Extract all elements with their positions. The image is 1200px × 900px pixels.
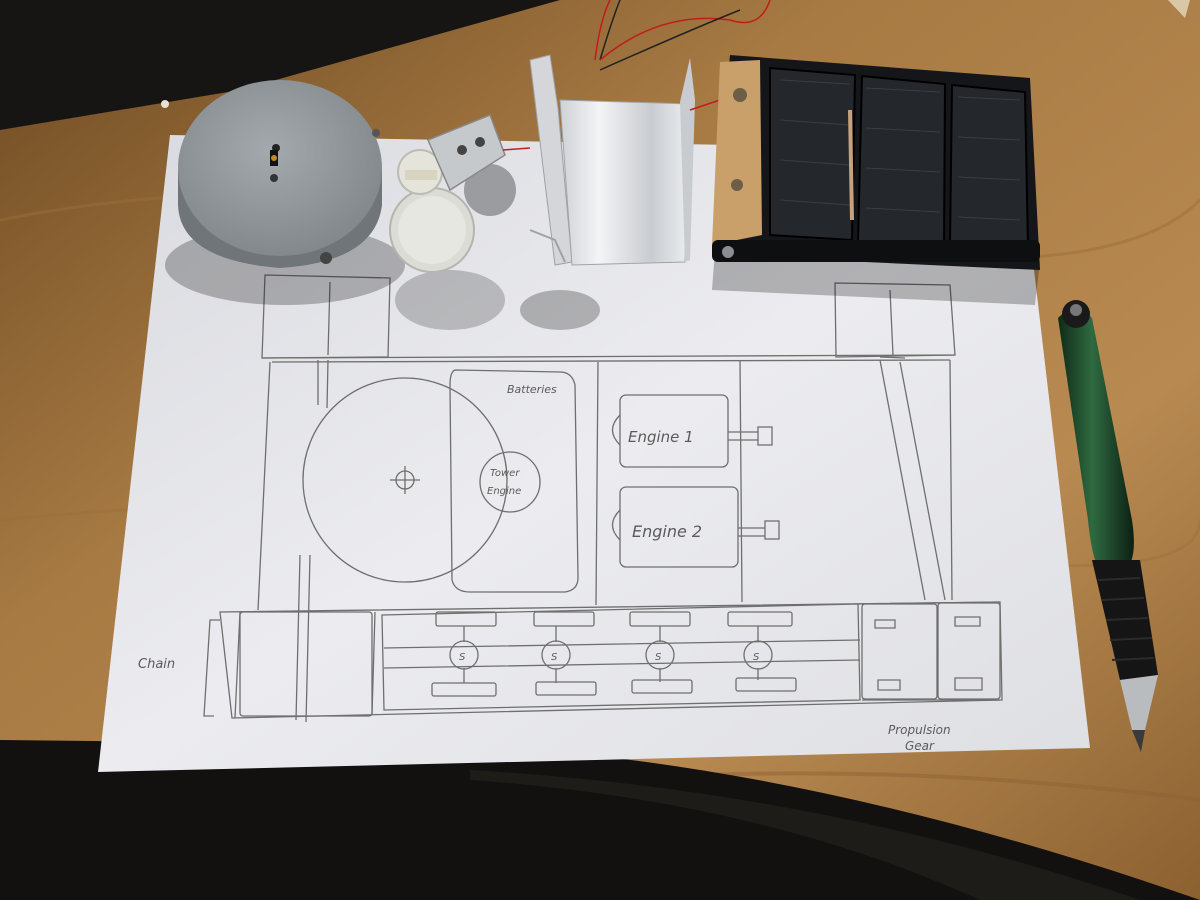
sketch-chassis — [257, 359, 953, 611]
sketch-tower-engine-circle — [479, 451, 541, 513]
geared-motor — [389, 114, 531, 330]
sketch-engine2-box — [619, 486, 739, 568]
label-engine-2: Engine 2 — [632, 522, 702, 541]
sketch-batteries-box — [449, 369, 579, 593]
label-propulsion-gear-line2: Gear — [905, 739, 935, 753]
label-tower-engine-line2: Engine — [487, 486, 521, 497]
grey-turntable-disc — [165, 80, 405, 305]
sketch-wheel-4 — [727, 611, 797, 692]
aluminum-bracket — [520, 54, 695, 330]
label-batteries: Batteries — [507, 383, 557, 396]
label-propulsion-gear-line1: Propulsion — [888, 723, 951, 737]
sketch-paper — [98, 135, 1090, 772]
paper-crumb — [161, 0, 1190, 108]
label-tower-engine-line1: Tower — [490, 468, 520, 479]
wires — [594, 0, 771, 111]
sketch-wheel-3 — [629, 611, 693, 694]
sketch-track-outline — [219, 601, 1003, 719]
sketch-tower-circle — [302, 377, 508, 583]
wheel-mark-3: S — [655, 652, 662, 663]
solar-panel — [712, 55, 1040, 305]
mechanical-pencil — [1058, 300, 1158, 752]
sketch-labels: Batteries Tower Engine Engine 1 Engine 2… — [138, 383, 951, 753]
pencil-sketch — [203, 274, 1003, 723]
label-chain: Chain — [138, 657, 175, 672]
wheel-mark-2: S — [551, 652, 558, 663]
sketch-wheel-1 — [431, 611, 497, 697]
wheel-mark-4: S — [753, 652, 760, 663]
wheel-mark-1: S — [459, 652, 466, 663]
label-engine-1: Engine 1 — [628, 428, 694, 446]
sketch-wheel-2 — [533, 611, 597, 696]
sketch-engine1-box — [619, 394, 729, 468]
